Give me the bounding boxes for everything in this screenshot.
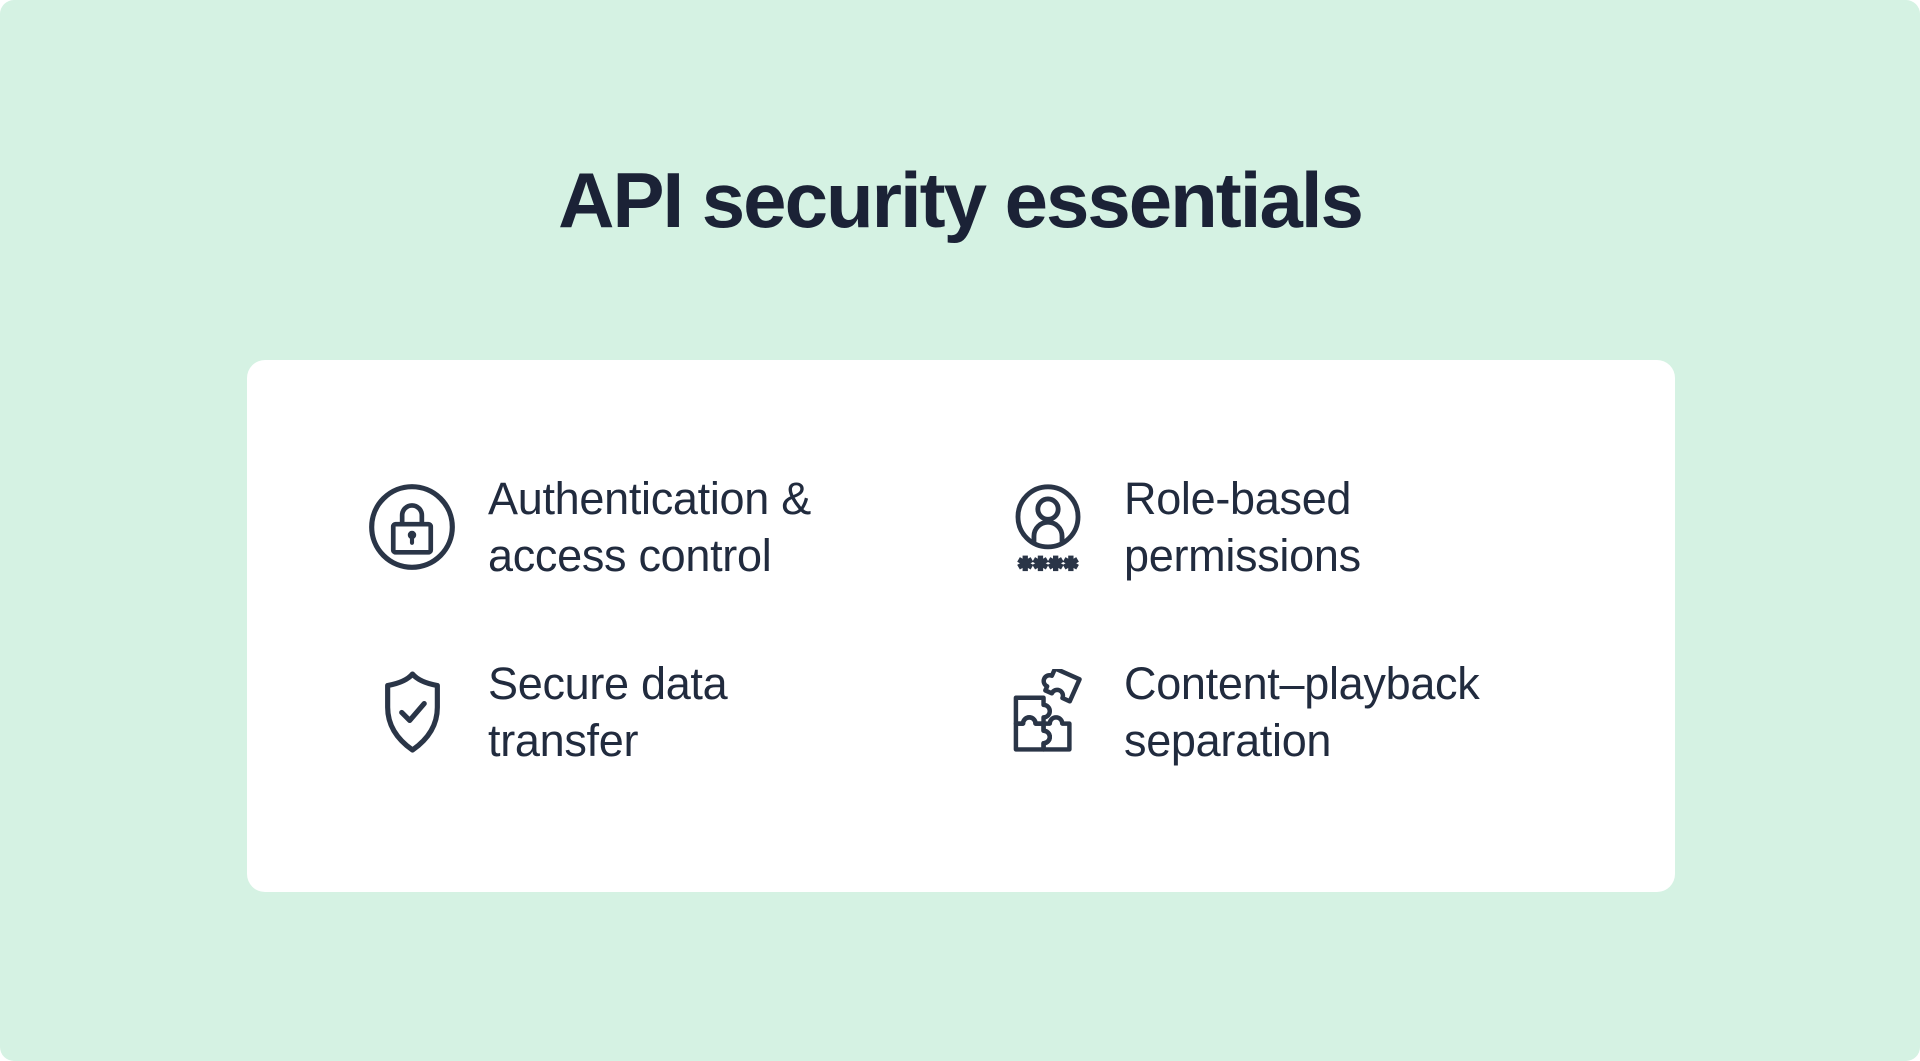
page-title: API security essentials (558, 156, 1364, 244)
puzzle-pieces-icon (1013, 669, 1082, 752)
feature-label-line: Secure data (488, 658, 728, 709)
feature-label-line: Role-based (1124, 473, 1352, 524)
feature-icon-slot (1002, 472, 1094, 582)
feature-label: Content–playback separation (1124, 655, 1480, 769)
feature-icon-slot (366, 657, 458, 767)
feature-item-content-playback: Content–playback separation (1002, 655, 1480, 769)
feature-label-line: access control (488, 530, 772, 581)
user-password-icon (1015, 483, 1081, 571)
lock-in-circle-icon (369, 484, 455, 570)
feature-label: Role-based permissions (1124, 470, 1361, 584)
feature-icon-slot (366, 472, 458, 582)
shield-check-icon (384, 671, 440, 753)
feature-label: Secure data transfer (488, 655, 728, 769)
feature-label-line: separation (1124, 715, 1332, 766)
feature-item-authentication: Authentication & access control (366, 472, 811, 582)
feature-label-line: permissions (1124, 530, 1361, 581)
features-card: Authentication & access control (247, 360, 1675, 892)
feature-label-line: Authentication & (488, 473, 811, 524)
feature-label: Authentication & access control (488, 470, 811, 584)
feature-item-role-permissions: Role-based permissions (1002, 472, 1361, 582)
feature-item-secure-transfer: Secure data transfer (366, 655, 728, 769)
feature-label-line: transfer (488, 715, 639, 766)
feature-label-line: Content–playback (1124, 658, 1480, 709)
feature-icon-slot (1002, 657, 1094, 767)
